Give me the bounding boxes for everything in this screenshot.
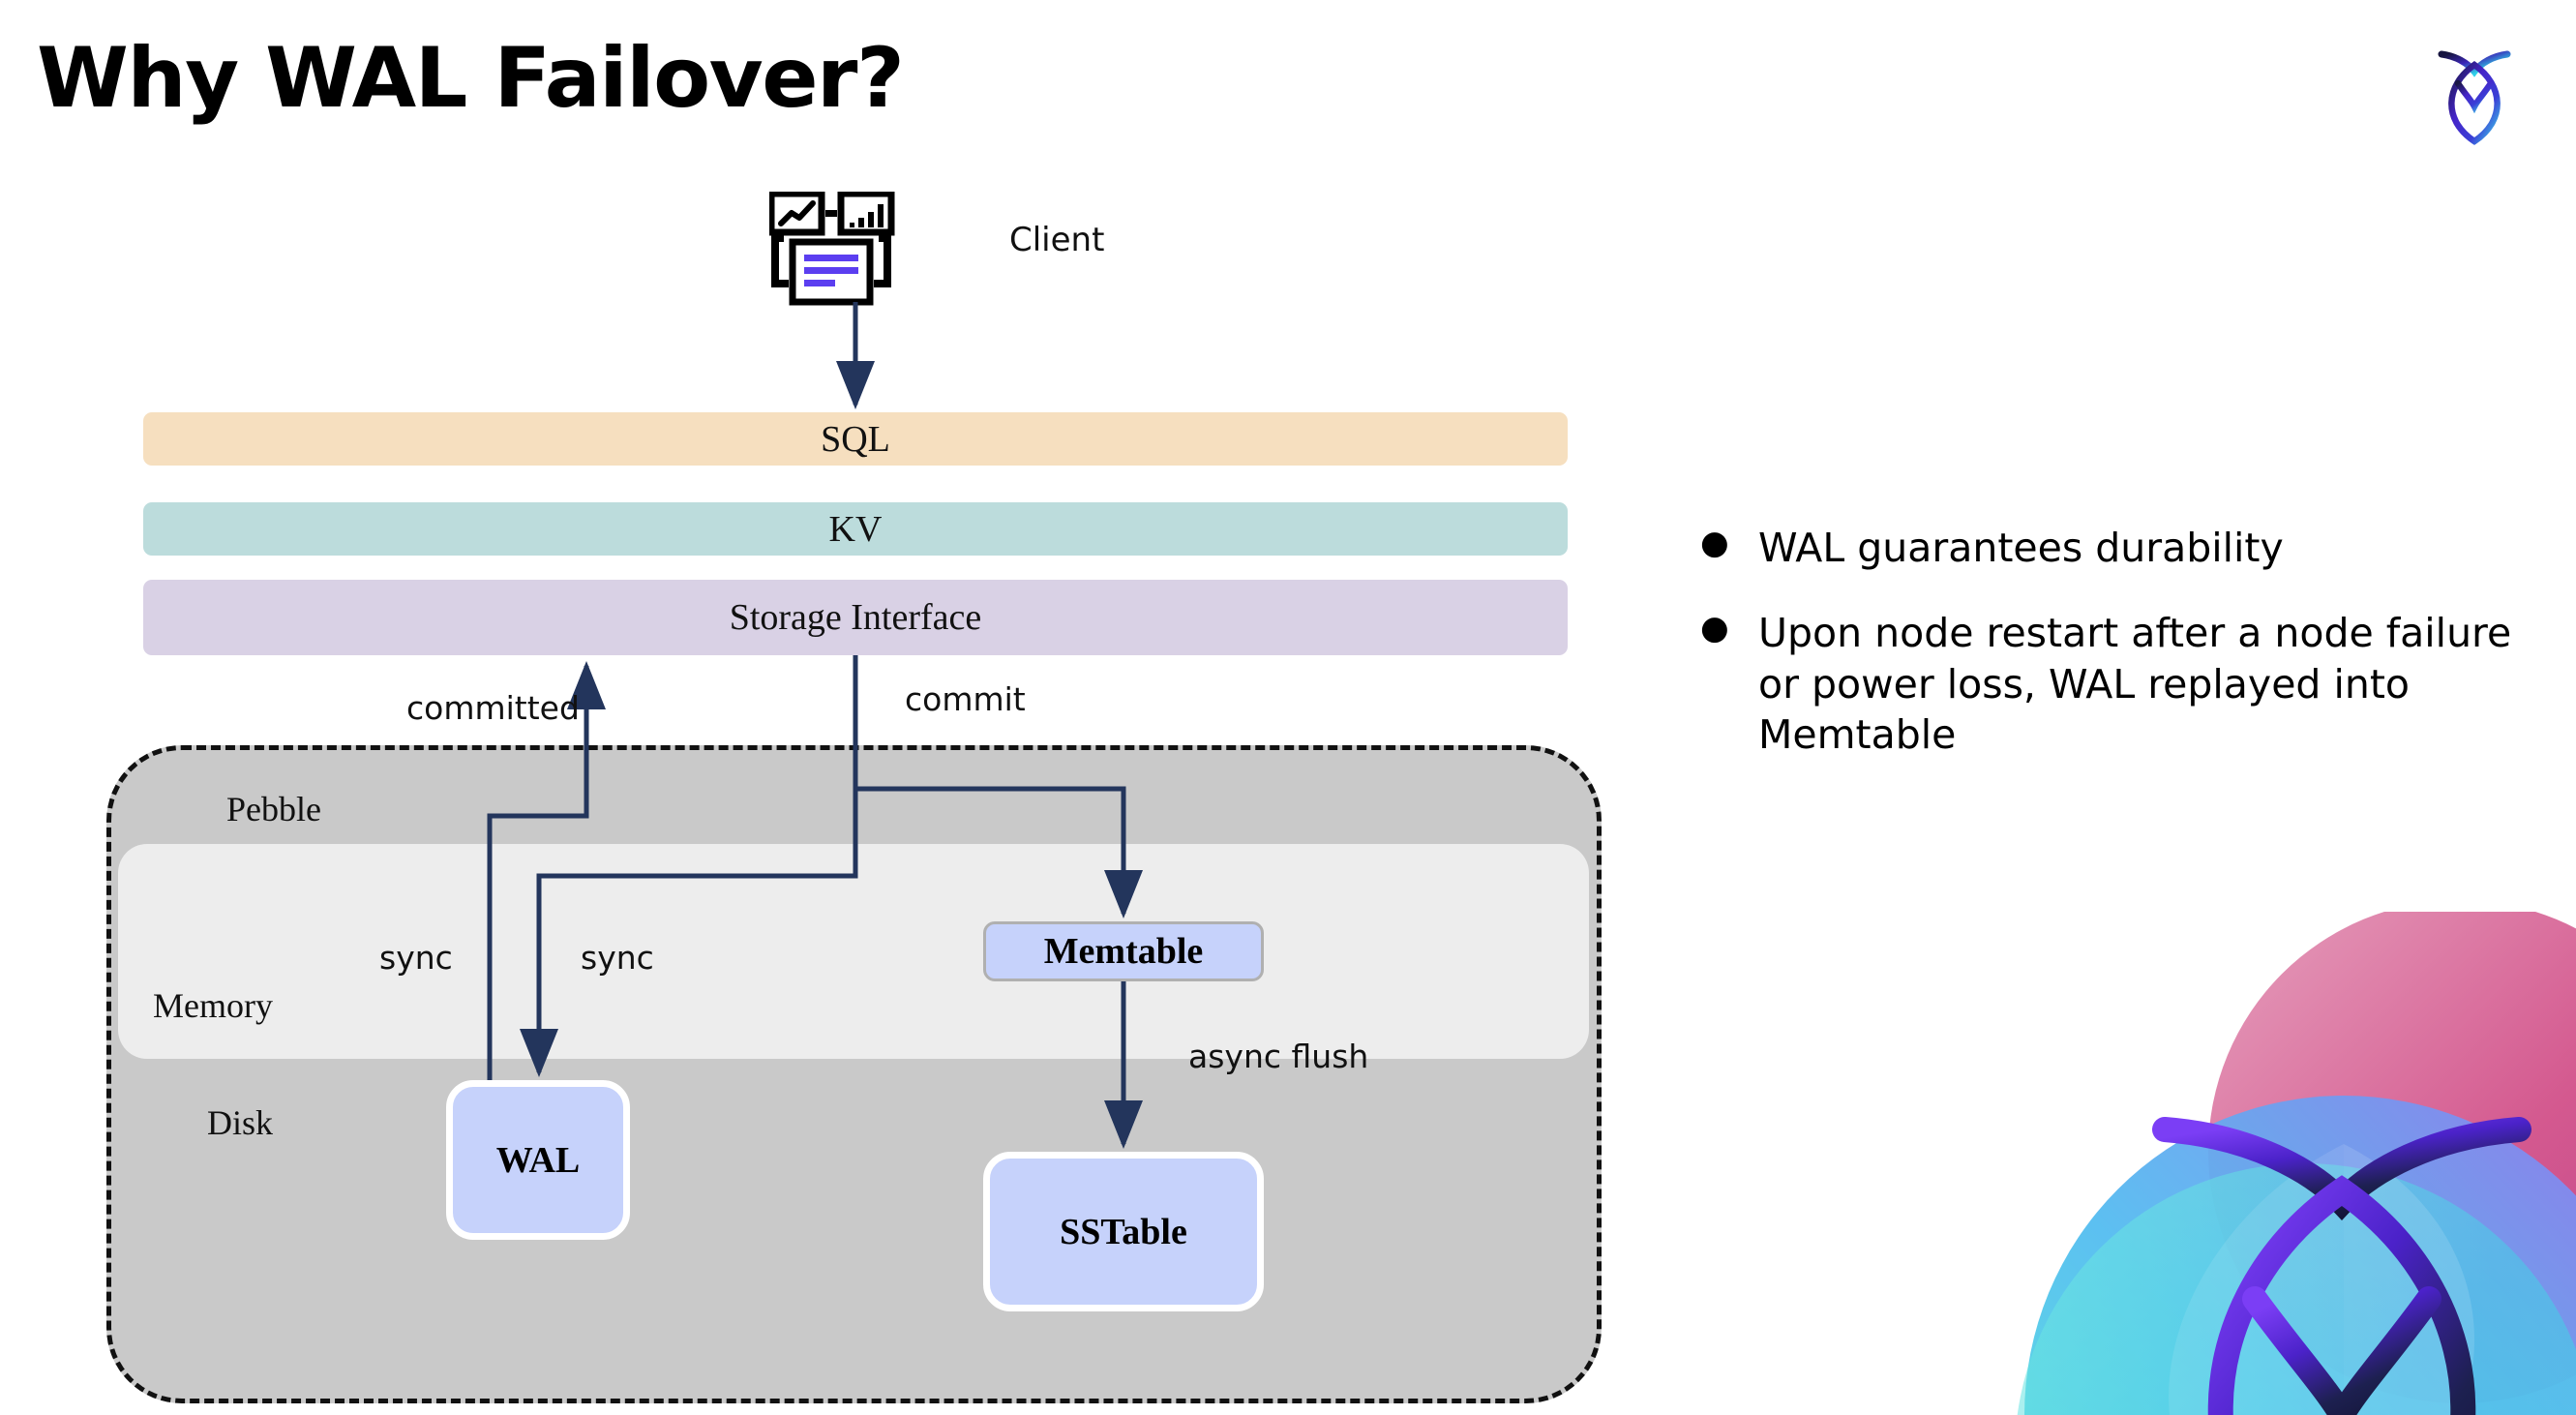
pebble-label: Pebble xyxy=(226,790,321,828)
page-title: Why WAL Failover? xyxy=(37,30,905,127)
memory-region xyxy=(118,844,1589,1059)
memory-label: Memory xyxy=(153,986,273,1025)
node-wal-label: WAL xyxy=(495,1139,581,1181)
client-dashboard-icon xyxy=(767,190,929,313)
disk-label: Disk xyxy=(207,1103,274,1142)
node-wal: WAL xyxy=(446,1080,630,1240)
bullet-text: Upon node restart after a node failure o… xyxy=(1758,610,2512,759)
cockroachdb-logo xyxy=(2411,35,2537,161)
bullet-text: WAL guarantees durability xyxy=(1758,525,2284,571)
node-sstable-label: SSTable xyxy=(1060,1211,1187,1252)
layer-label-kv: KV xyxy=(828,508,883,550)
edge-label-sync-right: sync xyxy=(581,939,654,977)
edge-label-sync-left: sync xyxy=(379,939,453,977)
layer-bar-kv: KV xyxy=(143,502,1568,556)
bullet-marker-icon: ● xyxy=(1700,524,1729,562)
client-label: Client xyxy=(1009,221,1105,259)
node-sstable: SSTable xyxy=(983,1152,1264,1311)
bullet-marker-icon: ● xyxy=(1700,609,1729,648)
list-item: ● WAL guarantees durability xyxy=(1700,523,2532,573)
layer-bar-sql: SQL xyxy=(143,412,1568,466)
layer-label-storage-interface: Storage Interface xyxy=(729,597,982,638)
edge-label-commit: commit xyxy=(905,680,1026,718)
layer-label-sql: SQL xyxy=(821,418,890,460)
edge-label-committed: committed xyxy=(406,689,580,727)
layer-bar-storage-interface: Storage Interface xyxy=(143,580,1568,655)
bullet-list: ● WAL guarantees durability ● Upon node … xyxy=(1700,523,2532,796)
cockroachdb-circles-artwork xyxy=(1918,912,2576,1415)
node-memtable: Memtable xyxy=(983,921,1264,981)
list-item: ● Upon node restart after a node failure… xyxy=(1700,608,2532,760)
node-memtable-label: Memtable xyxy=(1043,931,1204,972)
edge-label-async-flush: async flush xyxy=(1188,1038,1369,1075)
